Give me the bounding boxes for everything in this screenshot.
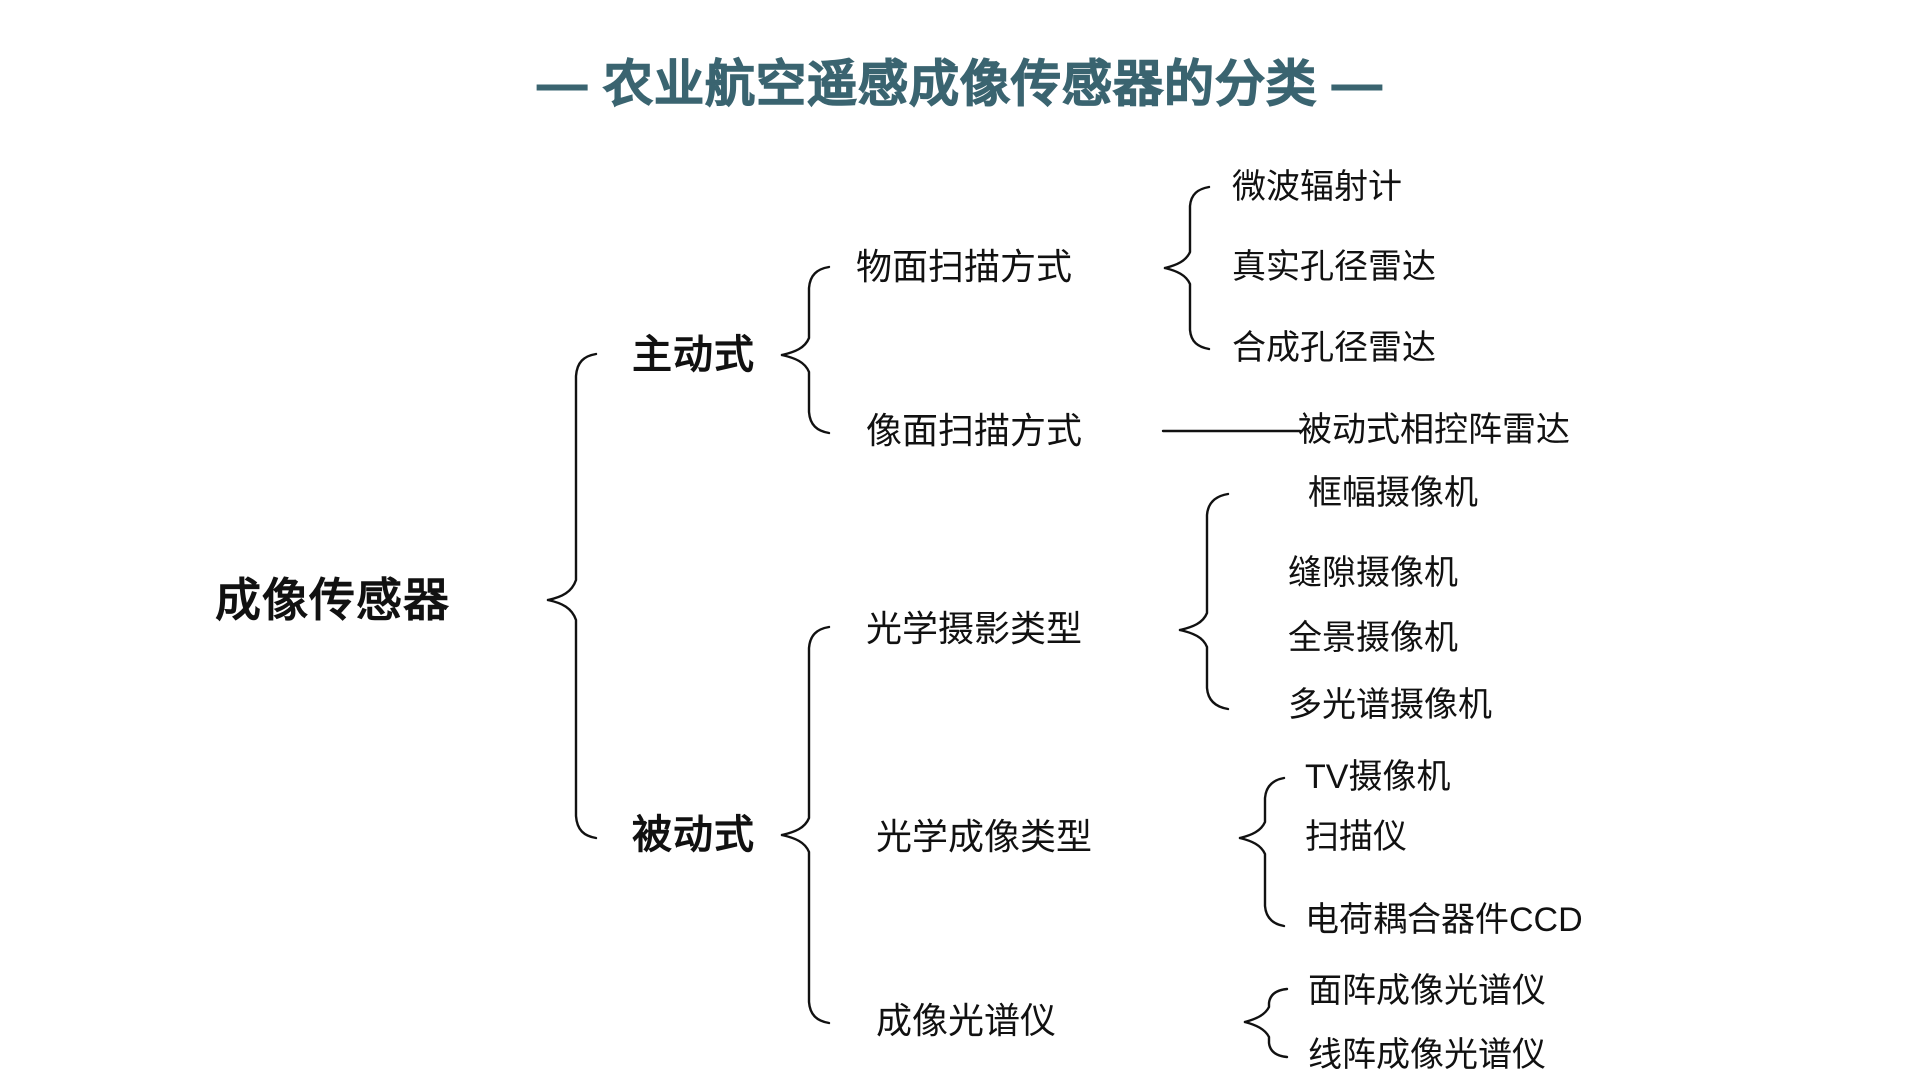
node-panoramic-camera[interactable]: 全景摄像机 bbox=[1288, 619, 1458, 657]
node-passive[interactable]: 被动式 bbox=[632, 813, 755, 857]
page-title: — 农业航空遥感成像传感器的分类 — bbox=[537, 56, 1383, 113]
brace-optical-photo bbox=[1178, 492, 1230, 711]
node-imaging-spectrometer[interactable]: 成像光谱仪 bbox=[876, 1000, 1057, 1041]
node-slit-camera[interactable]: 缝隙摄像机 bbox=[1288, 554, 1458, 592]
node-object-scan[interactable]: 物面扫描方式 bbox=[856, 246, 1073, 287]
node-ccd[interactable]: 电荷耦合器件CCD bbox=[1305, 901, 1583, 939]
node-area-array-spectrometer[interactable]: 面阵成像光谱仪 bbox=[1308, 972, 1546, 1010]
node-tv-camera[interactable]: TV摄像机 bbox=[1305, 758, 1451, 796]
node-optical-imaging[interactable]: 光学成像类型 bbox=[876, 816, 1093, 857]
node-multispectral-camera[interactable]: 多光谱摄像机 bbox=[1288, 686, 1492, 724]
node-image-scan[interactable]: 像面扫描方式 bbox=[866, 410, 1083, 451]
node-scanner[interactable]: 扫描仪 bbox=[1305, 818, 1407, 856]
brace-optical-imaging bbox=[1238, 776, 1286, 928]
brace-root bbox=[546, 352, 598, 840]
node-active[interactable]: 主动式 bbox=[632, 333, 755, 377]
node-line-array-spectrometer[interactable]: 线阵成像光谱仪 bbox=[1308, 1036, 1546, 1074]
node-microwave-radiometer[interactable]: 微波辐射计 bbox=[1232, 168, 1402, 206]
node-root[interactable]: 成像传感器 bbox=[215, 574, 450, 626]
brace-passive bbox=[780, 625, 831, 1025]
node-optical-photo[interactable]: 光学摄影类型 bbox=[866, 608, 1083, 649]
node-synthetic-aperture-radar[interactable]: 合成孔径雷达 bbox=[1232, 329, 1436, 367]
node-passive-phased-array-radar[interactable]: 被动式相控阵雷达 bbox=[1298, 411, 1570, 449]
brace-active bbox=[780, 265, 831, 435]
node-real-aperture-radar[interactable]: 真实孔径雷达 bbox=[1232, 248, 1436, 286]
brace-object-scan bbox=[1163, 185, 1211, 351]
node-frame-camera[interactable]: 框幅摄像机 bbox=[1308, 474, 1478, 512]
brace-imaging-spectrometer bbox=[1243, 987, 1289, 1059]
